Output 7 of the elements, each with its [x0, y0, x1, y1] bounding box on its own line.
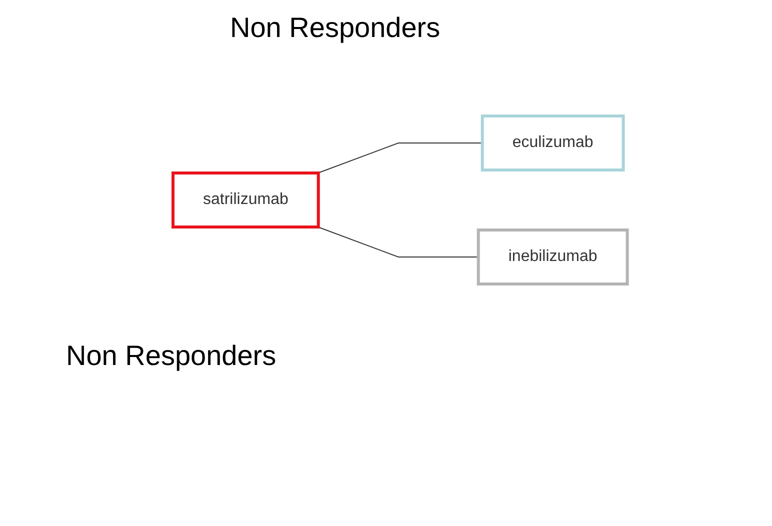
annotation-text: Non Responders: [230, 12, 440, 44]
connector: [317, 142, 483, 174]
node-box: satrilizumab: [171, 172, 320, 228]
annotation-text: Non Responders: [66, 340, 276, 372]
node-box: eculizumab: [480, 114, 625, 172]
connector: [317, 226, 479, 258]
node-box: inebilizumab: [476, 228, 629, 286]
